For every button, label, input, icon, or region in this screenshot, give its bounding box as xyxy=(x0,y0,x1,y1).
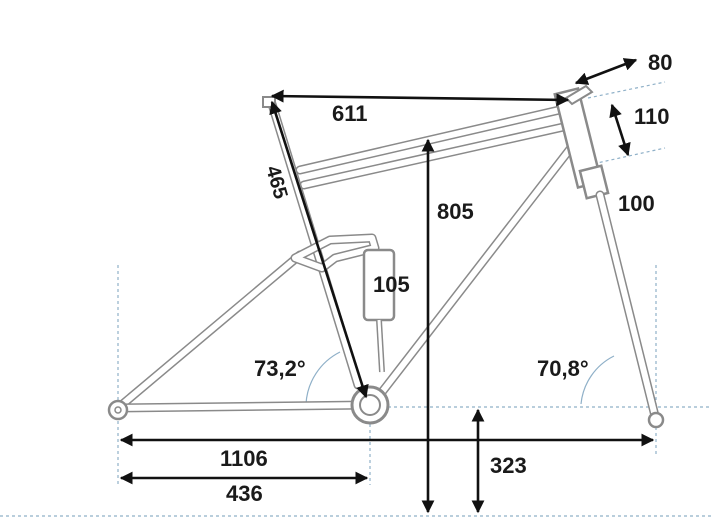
fork-travel-label: 100 xyxy=(618,191,655,216)
seat-tube-label: 465 xyxy=(261,163,291,201)
stem-bottom-guide xyxy=(587,147,666,166)
stem-top-guide xyxy=(587,81,666,99)
stem-height-arrow xyxy=(609,103,631,157)
stem-length-label: 80 xyxy=(648,50,672,75)
seat-angle-label: 73,2° xyxy=(254,356,306,381)
dimension-arrows xyxy=(119,58,655,514)
wheelbase-label: 1106 xyxy=(220,446,268,471)
stem xyxy=(564,84,594,106)
head-angle-label: 70,8° xyxy=(537,356,589,381)
stack-label: 805 xyxy=(437,199,474,224)
chainstay-label: 436 xyxy=(226,481,263,506)
reach-label: 611 xyxy=(332,101,368,126)
stem-height-label: 110 xyxy=(634,104,670,129)
rear-travel-label: 105 xyxy=(373,272,410,297)
bb-height-label: 323 xyxy=(490,453,527,478)
front-dropout xyxy=(647,411,665,429)
seat-angle-arc xyxy=(305,351,341,405)
reach-arrow xyxy=(270,89,570,107)
guide-lines xyxy=(0,81,712,517)
stem-length-arrow xyxy=(574,58,638,85)
seat-tube-arrow xyxy=(269,100,369,399)
dimension-labels: 611 805 465 80 110 100 105 73,2° 70,8° 1… xyxy=(220,50,672,506)
head-angle-arc xyxy=(580,355,615,405)
